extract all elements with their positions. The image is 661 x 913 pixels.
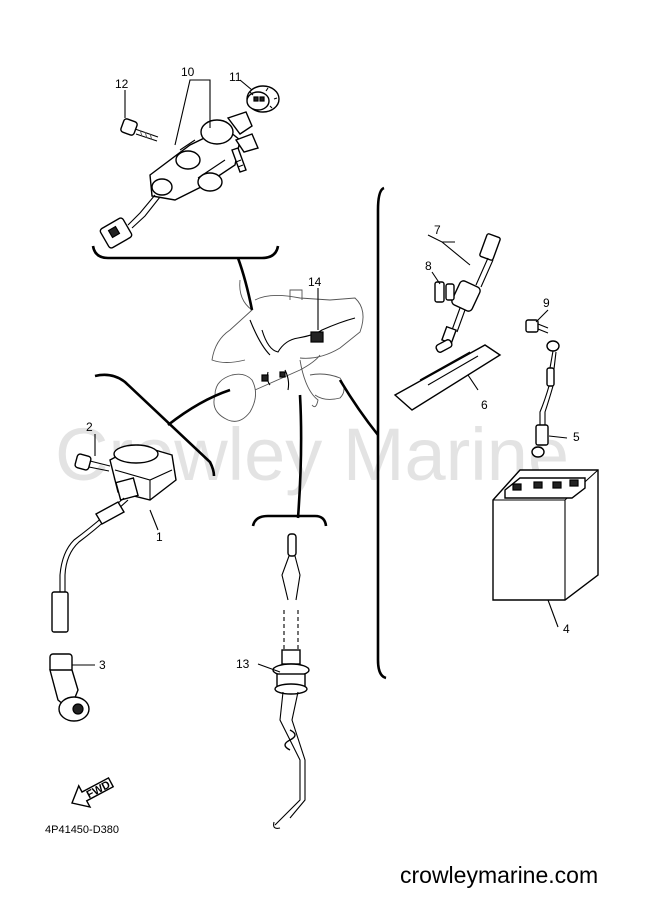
callout-10: 10 [181,65,195,79]
part-1-ignition-coil[interactable] [51,444,177,633]
part-7-fuse-holder[interactable] [439,233,501,353]
part-13-sensor[interactable] [272,533,310,829]
part-6-bracket[interactable] [393,339,502,411]
footer-site: crowleymarine.com [400,862,598,888]
part-3-plug-cap[interactable] [49,653,90,722]
callout-1: 1 [156,530,163,544]
connector-line-switch [236,257,254,311]
callout-6: 6 [481,398,488,412]
detail-bracket-battery [376,186,387,680]
leader-13 [257,663,281,673]
leader-7 [427,234,471,266]
leader-9 [535,309,549,323]
callout-9: 9 [543,296,550,310]
detail-bracket-coil [94,373,216,477]
callout-3: 3 [99,658,106,672]
part-5-lead-wire[interactable] [531,340,560,458]
detail-bracket-sensor [251,514,328,527]
part-8-fuse[interactable] [434,281,455,303]
main-switch-group: 12 10 11 [91,65,280,260]
leader-10 [174,79,211,146]
sensor-group: 13 [236,514,328,829]
leader-1 [149,509,159,531]
part-2-bolt[interactable] [74,453,111,472]
leader-5 [548,435,568,439]
callout-13: 13 [236,657,250,671]
part-10-main-switch[interactable] [99,119,241,249]
callout-14: 14 [308,275,322,289]
fwd-arrow-icon: FWD [71,776,115,809]
part-11-switch-cap[interactable] [246,85,280,113]
vehicle-frame-outline [211,279,364,422]
connector-line-battery [338,379,380,436]
leader-6 [467,374,479,391]
callout-12: 12 [115,77,129,91]
battery-group: 7 8 9 6 5 4 [393,223,599,636]
leader-8 [431,271,441,285]
leader-4 [547,599,559,628]
fwd-label: FWD [85,779,113,801]
leader-11 [239,79,253,91]
connector-line-coil [167,388,231,427]
drawing-code: 4P41450-D380 [45,824,119,836]
callout-4: 4 [563,622,570,636]
callout-2: 2 [86,420,93,434]
callout-11: 11 [229,70,242,84]
ignition-coil-group: 2 1 3 [49,373,216,722]
part-4-battery[interactable] [492,469,599,601]
connector-line-sensor [296,394,303,519]
callout-8: 8 [425,259,432,273]
part-9-bolt[interactable] [525,319,549,334]
keys[interactable] [226,111,259,173]
part-12-bolt[interactable] [120,118,159,142]
callout-5: 5 [573,430,580,444]
callout-7: 7 [434,223,441,237]
detail-bracket-top [91,245,280,260]
